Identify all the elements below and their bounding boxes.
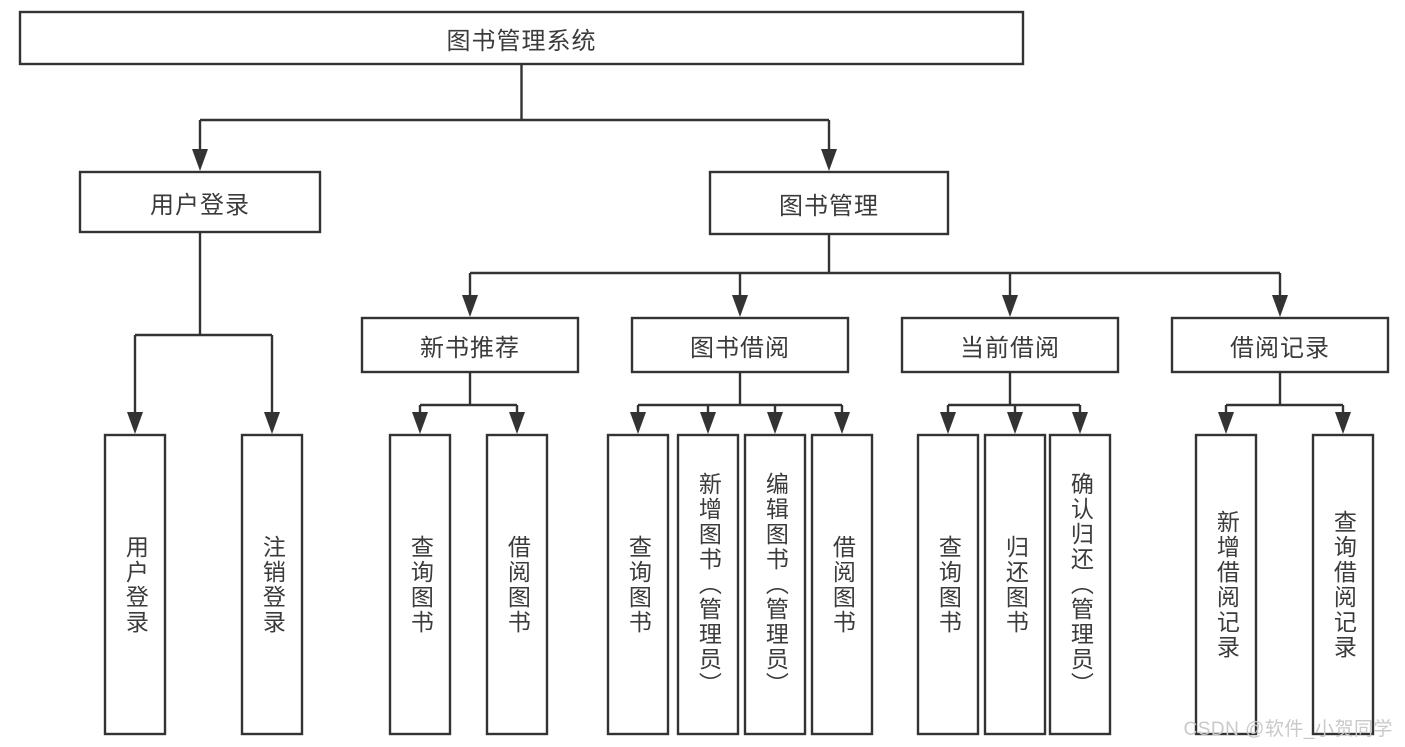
node-box-user-login[interactable] — [78, 170, 322, 234]
arrow-head-icon — [940, 412, 956, 434]
node-box-leaf-borrow-book-2[interactable] — [810, 433, 874, 736]
node-box-leaf-borrow-book-1[interactable] — [485, 433, 549, 736]
arrow-head-icon — [821, 149, 837, 171]
node-box-root[interactable] — [18, 10, 1025, 66]
arrow-head-icon — [412, 412, 428, 434]
node-box-leaf-query-record[interactable] — [1311, 433, 1375, 736]
node-box-leaf-edit-book[interactable] — [743, 433, 807, 736]
arrow-head-icon — [732, 295, 748, 317]
node-box-leaf-query-book-2[interactable] — [606, 433, 670, 736]
node-box-book-borrow[interactable] — [630, 316, 850, 374]
node-box-leaf-return-book[interactable] — [983, 433, 1047, 736]
node-box-leaf-query-book-3[interactable] — [916, 433, 980, 736]
arrow-head-icon — [700, 412, 716, 434]
arrow-head-icon — [630, 412, 646, 434]
node-box-book-manage[interactable] — [708, 170, 950, 236]
arrow-head-icon — [127, 412, 143, 434]
arrow-head-icon — [264, 412, 280, 434]
arrow-head-icon — [767, 412, 783, 434]
arrow-head-icon — [1218, 412, 1234, 434]
arrow-head-icon — [834, 412, 850, 434]
arrow-head-icon — [1072, 412, 1088, 434]
node-box-leaf-add-record[interactable] — [1194, 433, 1258, 736]
arrow-head-icon — [1007, 412, 1023, 434]
edges-layer — [127, 64, 1351, 434]
arrow-head-icon — [192, 149, 208, 171]
boxes-layer — [18, 10, 1390, 736]
node-box-borrow-record[interactable] — [1170, 316, 1390, 374]
arrow-head-icon — [462, 295, 478, 317]
node-box-leaf-add-book[interactable] — [676, 433, 740, 736]
node-box-leaf-query-book-1[interactable] — [388, 433, 452, 736]
arrow-head-icon — [1272, 295, 1288, 317]
node-box-current-borrow[interactable] — [900, 316, 1120, 374]
node-box-new-book-rec[interactable] — [360, 316, 580, 374]
node-box-leaf-confirm-return[interactable] — [1048, 433, 1112, 736]
node-box-leaf-user-login[interactable] — [103, 433, 167, 736]
arrow-head-icon — [1335, 412, 1351, 434]
arrow-head-icon — [1002, 295, 1018, 317]
arrow-head-icon — [509, 412, 525, 434]
node-box-leaf-logout[interactable] — [240, 433, 304, 736]
